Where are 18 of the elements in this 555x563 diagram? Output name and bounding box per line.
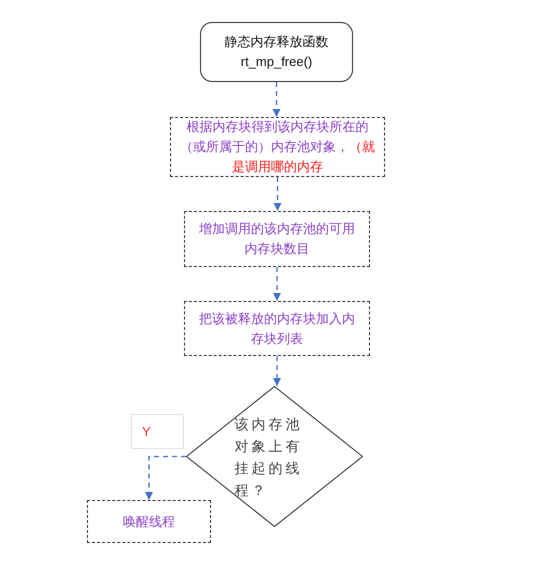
question-text: 该内存池对象上有挂起的线程？ bbox=[234, 414, 304, 500]
process-box bbox=[184, 301, 370, 356]
branch-label: Y bbox=[142, 422, 151, 440]
start-box bbox=[200, 22, 353, 82]
arrow bbox=[272, 82, 280, 117]
process-box bbox=[87, 500, 211, 543]
step-text: 根据内存块得到该内存块所在的（或所属于的）内存池对象，（就是调用哪的内存 bbox=[179, 118, 376, 176]
step-text: 唤醒线程 bbox=[123, 512, 175, 530]
step-text: 把该被释放的内存块加入内存块列表 bbox=[198, 310, 356, 348]
label-box bbox=[131, 414, 184, 449]
process-box bbox=[184, 211, 370, 267]
arrow bbox=[273, 267, 281, 301]
arrow bbox=[273, 356, 281, 386]
step-text: 静态内存释放函数 bbox=[224, 33, 328, 51]
arrow bbox=[145, 456, 186, 500]
step-text: 增加调用的该内存池的可用内存块数目 bbox=[198, 220, 356, 258]
arrow bbox=[274, 177, 282, 211]
function-name: rt_mp_free() bbox=[240, 53, 312, 71]
